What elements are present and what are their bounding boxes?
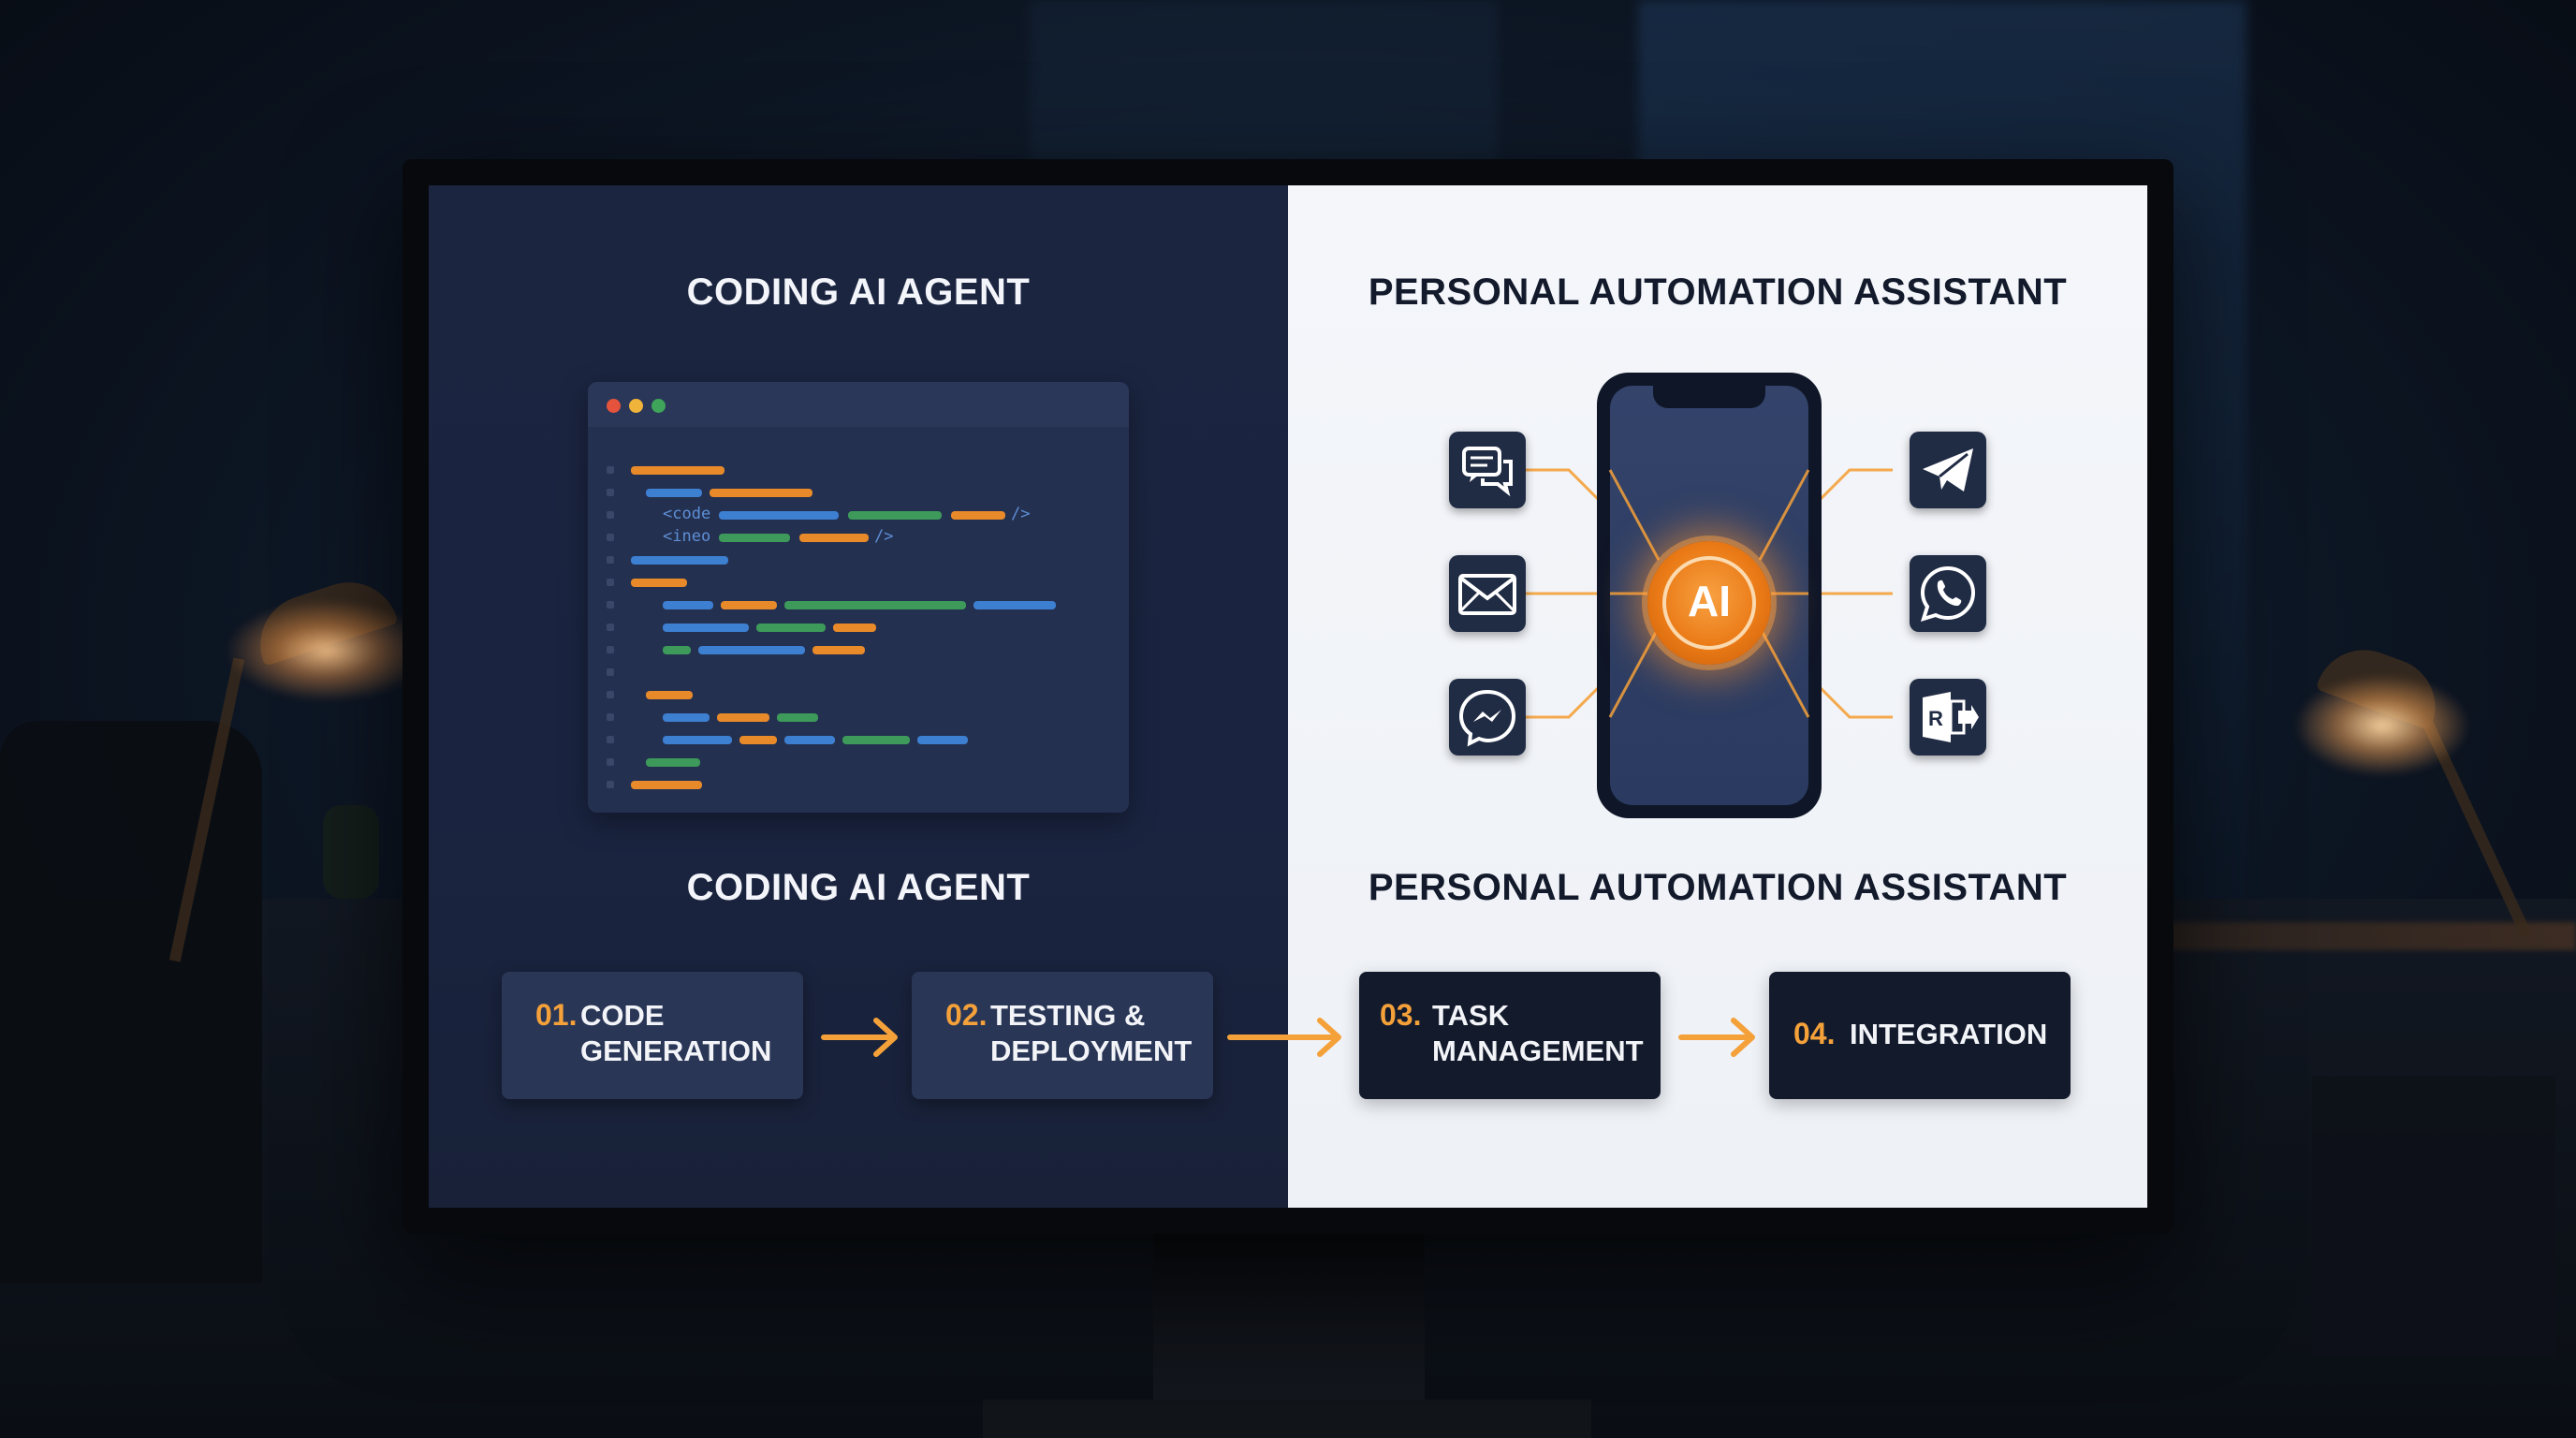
paper-plane-icon[interactable] — [1910, 432, 1986, 508]
step-label: INTEGRATION — [1850, 1018, 2048, 1050]
step-label: TESTING & DEPLOYMENT — [990, 999, 1193, 1067]
phone-connection-lines — [1608, 469, 1810, 718]
ai-badge: AI — [1647, 541, 1771, 665]
step-number: 01. — [535, 998, 578, 1032]
step-number: 03. — [1380, 998, 1422, 1032]
minimize-dot-icon — [629, 399, 643, 413]
ai-badge-label: AI — [1688, 577, 1731, 625]
desk-lamp-left-light — [225, 599, 431, 702]
monitor-stand-base — [983, 1400, 1591, 1438]
workflow-steps: 01. CODE GENERATION 02. TESTING & DEPLOY… — [429, 972, 2147, 1103]
editor-title-bar — [588, 382, 1129, 427]
desk-surface — [2153, 922, 2576, 950]
whatsapp-icon[interactable] — [1910, 555, 1986, 632]
code-tag-close: /> — [1011, 505, 1030, 523]
monitor-screen: CODING AI AGENT — [429, 185, 2147, 1208]
chat-bubbles-icon[interactable] — [1449, 432, 1526, 508]
exchange-icon[interactable]: R — [1910, 679, 1986, 756]
step-number: 04. — [1793, 1017, 1836, 1050]
background-window-top — [1030, 0, 1498, 159]
desk-lamp-right-light — [2293, 674, 2471, 777]
messenger-icon[interactable] — [1449, 679, 1526, 756]
step-label: TASK MANAGEMENT — [1432, 999, 1644, 1067]
ai-badge-ring — [1662, 556, 1756, 650]
phone-notch — [1653, 386, 1765, 408]
envelope-icon[interactable] — [1449, 555, 1526, 632]
arrow-right-icon — [821, 1018, 898, 1057]
coding-agent-title: CODING AI AGENT — [686, 271, 1031, 313]
step-task-management[interactable]: 03. TASK MANAGEMENT — [1359, 972, 1661, 1099]
code-tag-second-close: /> — [874, 527, 893, 546]
chair-silhouette — [0, 721, 262, 1283]
close-dot-icon — [607, 399, 621, 413]
shelf-silhouette — [2312, 1077, 2555, 1357]
code-editor-window: <code /> <ineo /> — [588, 382, 1129, 813]
step-code-generation[interactable]: 01. CODE GENERATION — [502, 972, 803, 1099]
step-number: 02. — [945, 998, 988, 1032]
coding-agent-caption: CODING AI AGENT — [686, 867, 1031, 908]
code-tag-open: <code — [663, 505, 710, 523]
code-lines: <code /> <ineo /> — [607, 466, 1056, 789]
arrow-right-icon — [1678, 1018, 1755, 1057]
maximize-dot-icon — [651, 399, 666, 413]
automation-assistant-title: PERSONAL AUTOMATION ASSISTANT — [1368, 271, 2068, 313]
plant-pot — [323, 805, 379, 899]
step-label: CODE GENERATION — [580, 999, 772, 1067]
arrow-right-icon — [1227, 1018, 1341, 1057]
automation-assistant-caption: PERSONAL AUTOMATION ASSISTANT — [1368, 867, 2068, 908]
step-testing-deployment[interactable]: 02. TESTING & DEPLOYMENT — [912, 972, 1213, 1099]
exchange-letter: R — [1928, 707, 1943, 730]
code-tag-second: <ineo — [663, 527, 710, 546]
step-integration[interactable]: 04. INTEGRATION — [1769, 972, 2071, 1099]
